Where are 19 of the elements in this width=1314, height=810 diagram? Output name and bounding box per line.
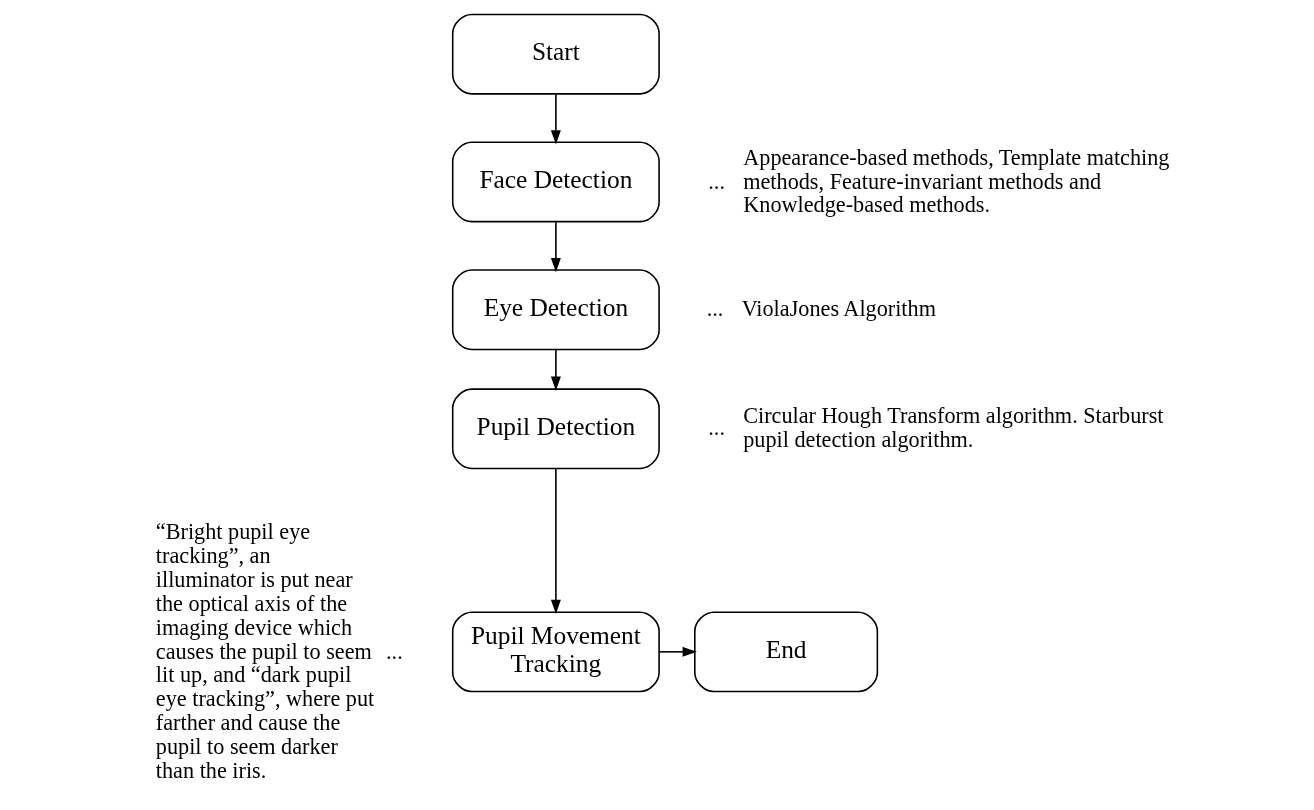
node-label: Appearance-based methods, Template matching methods, Feature-invariant methods and Knowledge-based methods.: [742, 144, 1169, 218]
node-box: Pupil Detection: [451, 388, 660, 470]
node-label: ...: [707, 414, 725, 440]
node-label: ViolaJones Algorithm: [741, 296, 936, 322]
node-box: End: [693, 611, 878, 693]
node-box: Start: [451, 13, 660, 95]
node-box: Face Detection: [451, 141, 660, 223]
node-box: Pupil Movement Tracking: [451, 611, 660, 693]
node-box: Eye Detection: [451, 269, 660, 351]
node-label: ...: [385, 638, 403, 664]
arrow: [550, 221, 561, 273]
node-label: ...: [707, 168, 725, 194]
arrow: [550, 93, 561, 145]
arrow: [550, 467, 561, 615]
node-label: Circular Hough Transform algorithm. Starburst pupil detection algorithm.: [742, 402, 1164, 452]
arrow: [658, 646, 697, 657]
node-label: ...: [706, 296, 723, 322]
arrow: [550, 349, 561, 391]
node-label: “Bright pupil eye tracking”, an illuminator is put near the optical axis of the imaging device which causes the pupil to seem lit up, and “dark pupil eye tracking”, where put farther and cause the pupil to seem darker than the iris.: [155, 519, 374, 783]
